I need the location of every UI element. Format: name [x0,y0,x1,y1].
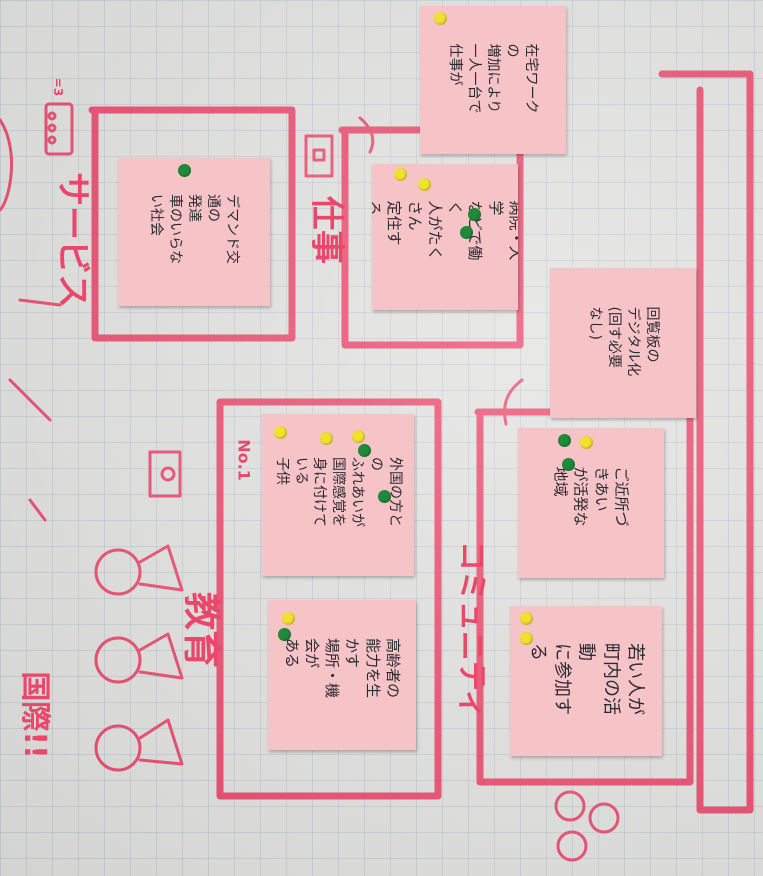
school-icon [148,450,182,498]
education-heading-box: 教育 [170,580,240,680]
education-heading: 教育 [179,591,224,669]
crowd-face-3 [556,830,588,862]
note-text-circular-board: 回覧板の デジタル化 (回す必要なし) [587,306,660,377]
person-face-1 [94,724,142,772]
sticky-note-young-people: 若い人が 町内の活動 に参加する [510,606,662,756]
bus-label: =3 [51,77,65,97]
bus-icon [44,102,74,156]
yellow-vote-dot [520,612,533,625]
yellow-vote-dot [274,426,287,439]
work-heading-box: 仕事 [300,180,360,280]
crowd-face-1 [554,790,586,822]
work-heading: 仕事 [306,196,347,264]
service-heading: サービス [52,172,93,308]
note-text-hospital-work: 病院・大学 などで働く 人がたくさん 定住する。 [372,200,518,261]
yellow-vote-dot [520,632,533,645]
green-vote-dot [460,226,473,239]
crowd-face-2 [588,802,620,834]
yellow-vote-dot [434,12,447,25]
sticky-note-foreigners: 外国の方との ふれあいが 国際感覚を 身に付けている 子供 [262,414,414,576]
sticky-note-elderly: 高齢者の 能力を生かす 場所・機会が ある [268,600,416,750]
sticky-note-circular-board: 回覧板の デジタル化 (回す必要なし) [550,268,696,418]
education-box-outline [216,398,442,800]
yellow-vote-dot [282,612,295,625]
service-box-outline [88,106,296,342]
green-vote-dot [562,458,575,471]
green-vote-dot [278,628,291,641]
community-heading-box: コミュニティ [440,530,510,730]
sticky-note-service: デマンド交通の 発達 車のいらない社会 [118,158,270,306]
service-heading-box: サービス [46,170,106,310]
arrow-icon [358,116,375,154]
green-vote-dot [178,164,191,177]
yellow-vote-dot [352,430,365,443]
yellow-vote-dot [394,168,407,181]
sticky-note-hospital-work: 病院・大学 などで働く 人がたくさん 定住する。 [372,164,518,310]
kokusai-heading: 国際!! [17,671,52,759]
building-icon [304,134,334,178]
green-vote-dot [358,444,371,457]
note-text-elderly: 高齢者の 能力を生かす 場所・機会が ある [282,638,402,699]
community-heading: コミュニティ [454,540,489,720]
bus-label-box: =3 [44,72,72,102]
yellow-vote-dot [418,178,431,191]
arrow-icon-2 [503,378,524,426]
outer-frame-outline [658,70,754,814]
no1-label: No.1 [234,439,254,481]
person-face-2 [94,636,142,684]
green-vote-dot [378,490,391,503]
kokusai-heading-box: 国際!! [8,640,68,790]
green-vote-dot [558,434,571,447]
person-face-3 [94,548,142,596]
note-text-service: デマンド交通の 発達 車のいらない社会 [148,194,241,264]
note-text-neighbors: ご近所づきあい が活発な 地域 [551,466,631,527]
no1-label-box: No.1 [226,430,262,490]
green-vote-dot [468,208,481,221]
sticky-note-remote-work: 在宅ワークの 増加により 一人一台で仕事が [420,6,566,154]
note-text-young-people: 若い人が 町内の活動 に参加する [527,643,646,715]
yellow-vote-dot [320,432,333,445]
note-text-remote-work: 在宅ワークの 増加により 一人一台で仕事が [447,43,540,114]
yellow-vote-dot [580,436,593,449]
sticky-note-neighbors: ご近所づきあい が活発な 地域 [518,428,664,578]
